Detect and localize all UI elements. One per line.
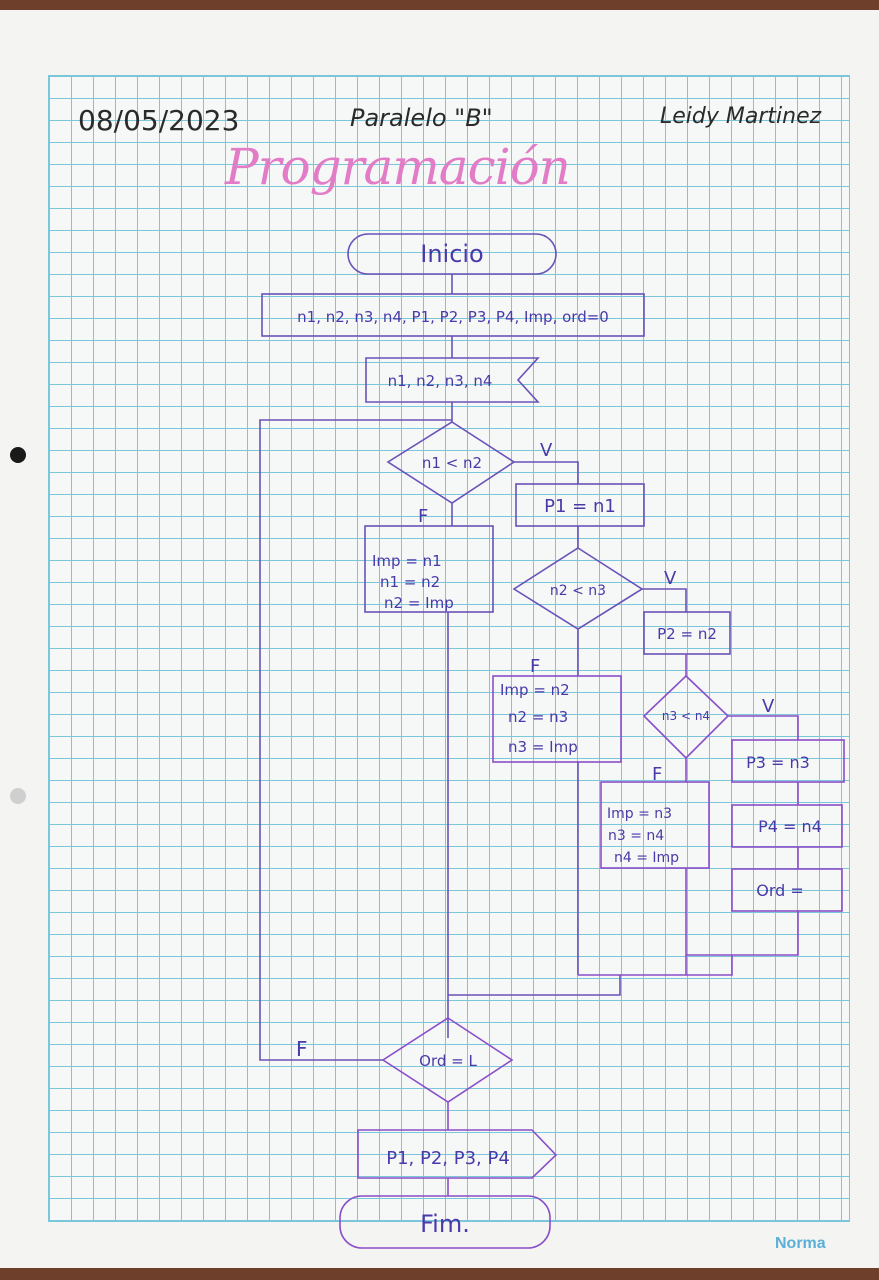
declare-label: n1, n2, n3, n4, P1, P2, P3, P4, Imp, ord… (297, 308, 609, 326)
table-edge-bottom (0, 1268, 879, 1280)
date-label: 08/05/2023 (78, 104, 240, 137)
d4-false-label: F (296, 1037, 308, 1061)
decision1-label: n1 < n2 (422, 454, 482, 472)
start-label: Inicio (420, 240, 484, 268)
input-box (365, 357, 540, 403)
swap3-line1: Imp = n3 (607, 806, 672, 822)
p4-assign-label: P4 = n4 (758, 817, 822, 836)
output-label: P1, P2, P3, P4 (386, 1148, 510, 1169)
d1-false-label: F (418, 506, 428, 527)
d3-true-label: V (762, 696, 775, 717)
swap2-box (492, 675, 622, 763)
d3-false-label: F (652, 764, 662, 785)
end-label: Fim. (420, 1210, 470, 1238)
table-edge-top (0, 0, 879, 10)
decision2-label: n2 < n3 (550, 583, 606, 599)
swap2-line1: Imp = n2 (500, 681, 570, 699)
graph-paper-grid (48, 75, 850, 1222)
binder-hole-bottom (10, 788, 26, 804)
binder-hole-top (10, 447, 26, 463)
ord-assign-box (731, 868, 843, 912)
swap3-line2: n3 = n4 (608, 828, 664, 844)
swap1-box (364, 525, 494, 613)
page-title: Programación (225, 138, 571, 196)
decision4-label: Ord = L (419, 1052, 477, 1070)
ord-assign-label: Ord = (756, 881, 804, 900)
p4-assign-box (731, 804, 843, 848)
swap3-line3: n4 = Imp (614, 850, 679, 866)
swap2-line2: n2 = n3 (508, 708, 568, 726)
d2-false-label: F (530, 656, 540, 677)
brand-logo: Norma (775, 1235, 826, 1252)
d1-true-label: V (540, 440, 553, 461)
swap3-box (600, 781, 710, 869)
swap1-line3: n2 = Imp (384, 594, 454, 612)
declare-box (261, 293, 645, 337)
swap2-line3: n3 = Imp (508, 738, 578, 756)
p1-assign-box (515, 483, 645, 527)
loop-back-line (259, 419, 452, 1061)
output-box (357, 1129, 558, 1179)
group-label: Paralelo "B" (350, 104, 493, 132)
input-label: n1, n2, n3, n4 (388, 372, 493, 390)
decision3-label: n3 < n4 (662, 709, 710, 723)
swap1-line1: Imp = n1 (372, 552, 442, 570)
d2-true-label: V (664, 568, 677, 589)
swap1-line2: n1 = n2 (380, 573, 440, 591)
p3-assign-box (731, 739, 845, 783)
end-terminal (339, 1195, 551, 1249)
p2-assign-box (643, 611, 731, 655)
p2-assign-label: P2 = n2 (657, 625, 717, 643)
author-label: Leidy Martinez (660, 104, 822, 129)
p1-assign-label: P1 = n1 (544, 496, 616, 517)
p3-assign-label: P3 = n3 (746, 753, 810, 772)
